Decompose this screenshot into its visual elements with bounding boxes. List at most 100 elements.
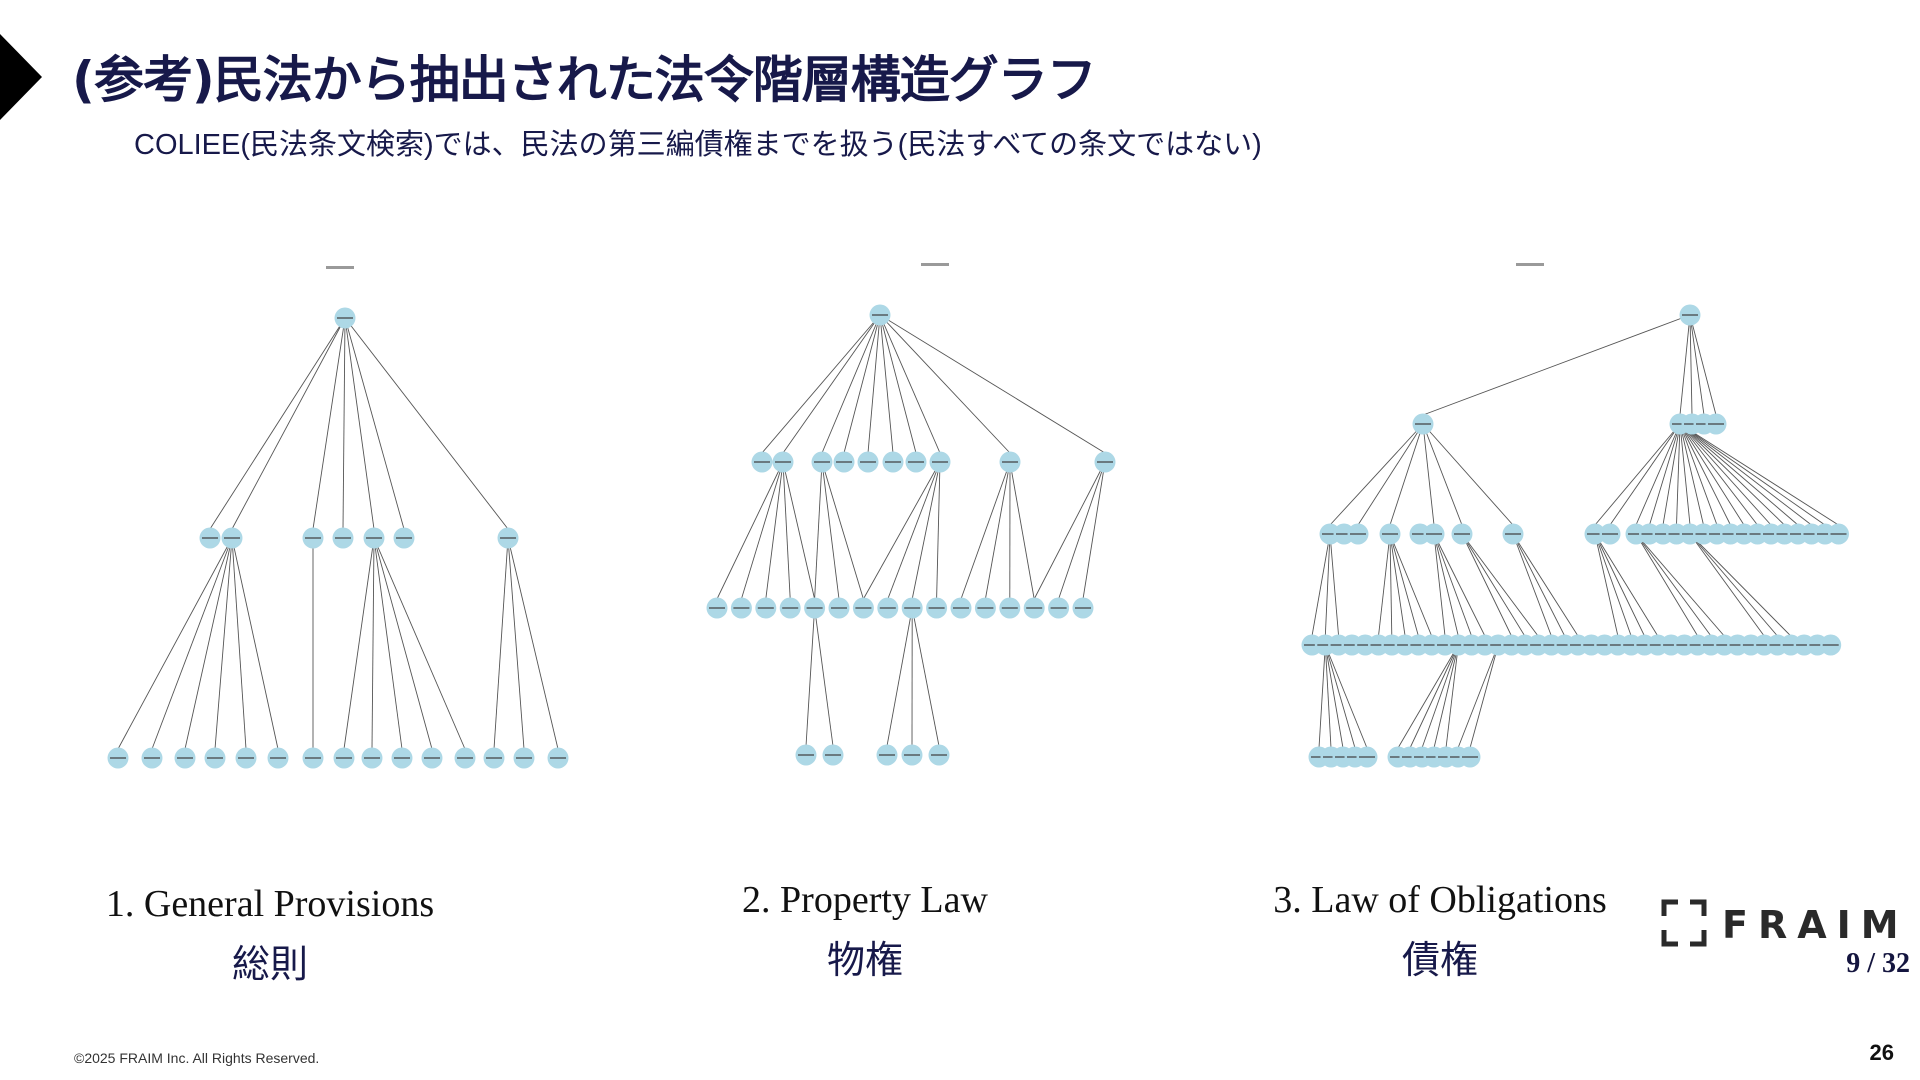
tree-node-label-mark xyxy=(1505,533,1521,535)
tree-node-label-mark xyxy=(224,537,240,539)
tree-edge xyxy=(1461,533,1526,637)
tree-edge xyxy=(1635,533,1699,637)
tree-edge xyxy=(1389,533,1393,637)
tree-node-label-mark xyxy=(1370,644,1387,646)
tree-edge xyxy=(782,314,881,454)
tree-edge xyxy=(1679,423,1745,526)
tree-edge xyxy=(1318,644,1326,749)
panel-caption-property: 2. Property Law 物権 xyxy=(585,876,1145,986)
tree-edge xyxy=(911,607,940,747)
tree-edge xyxy=(863,461,941,600)
tree-edge xyxy=(344,317,405,530)
tree-node-label-mark xyxy=(1415,423,1431,425)
tree-node-label-mark xyxy=(904,607,921,609)
tree-edge xyxy=(342,317,346,530)
tree-edge xyxy=(1594,533,1619,637)
tree-node-label-mark xyxy=(457,757,473,759)
tree-node-label-mark xyxy=(1602,533,1618,535)
tree-edge xyxy=(1461,533,1539,637)
tree-edge xyxy=(1635,423,1681,526)
tree-node-label-mark xyxy=(1026,607,1043,609)
tree-node-label-mark xyxy=(516,757,532,759)
tree-node-label-mark xyxy=(1336,533,1352,535)
tree-edge xyxy=(344,317,509,530)
tree-node-label-mark xyxy=(1796,644,1813,646)
tree-node-label-mark xyxy=(1742,644,1759,646)
tree-node-label-mark xyxy=(1462,756,1478,758)
tree-edge xyxy=(716,461,784,600)
tree-node-label-mark xyxy=(1516,644,1533,646)
tree-edge xyxy=(1679,423,1731,526)
tree-node-label-mark xyxy=(831,607,847,609)
caption-en-obligations: 3. Law of Obligations xyxy=(1273,879,1607,921)
tree-node-label-mark xyxy=(1463,644,1480,646)
tree-edge xyxy=(1433,533,1473,637)
tree-node-label-mark xyxy=(1623,644,1640,646)
tree-edges xyxy=(1311,314,1839,749)
tree-node-label-mark xyxy=(1676,644,1693,646)
tree-edge xyxy=(231,537,247,750)
tree-node-label-mark xyxy=(1668,533,1685,535)
tree-edge xyxy=(1422,314,1691,416)
caption-en-general: 1. General Provisions xyxy=(105,883,435,925)
tree-node-label-mark xyxy=(1322,533,1338,535)
slide-title: (参考)民法から抽出された法令階層構造グラフ xyxy=(72,51,1097,109)
tree-node-label-mark xyxy=(879,607,896,609)
tree-node-label-mark xyxy=(1696,423,1712,425)
tree-node-label-mark xyxy=(1490,644,1507,646)
tree-node-label-mark xyxy=(1556,644,1573,646)
tree-node-label-mark xyxy=(1543,644,1560,646)
tree-edge xyxy=(1445,644,1459,749)
tree-node-label-mark xyxy=(953,607,969,609)
tree-node-label-mark xyxy=(1596,644,1613,646)
tree-node-label-mark xyxy=(364,757,380,759)
tree-edge xyxy=(1679,423,1772,526)
tree-node-label-mark xyxy=(1763,533,1779,535)
tree-edge xyxy=(1457,644,1499,749)
tree-node-label-mark xyxy=(1695,533,1712,535)
caption-ja-general: 総則 xyxy=(231,942,308,986)
tree-title-mark xyxy=(326,266,354,269)
tree-edge xyxy=(1433,533,1446,637)
tree-node-label-mark xyxy=(366,537,382,539)
tree-edge xyxy=(814,607,834,747)
tree-edge xyxy=(373,537,403,750)
tree-edge xyxy=(1594,423,1681,526)
tree-node-label-mark xyxy=(1722,533,1739,535)
tree-edge xyxy=(1469,644,1499,749)
tree-node-label-mark xyxy=(1736,533,1752,535)
tree-node-label-mark xyxy=(814,461,830,463)
tree-node-label-mark xyxy=(1426,533,1442,535)
tree-node-label-mark xyxy=(1809,644,1826,646)
tree-node-label-mark xyxy=(1570,644,1586,646)
tree-node-label-mark xyxy=(1097,461,1113,463)
tree-edge xyxy=(1422,423,1435,526)
tree-edge xyxy=(887,461,941,600)
tree-edge xyxy=(507,537,525,750)
tree-node-label-mark xyxy=(709,607,725,609)
tree-edge xyxy=(867,314,881,454)
tree-node-label-mark xyxy=(1350,533,1366,535)
tree-node-label-mark xyxy=(1830,533,1847,535)
tree-node-label-mark xyxy=(1476,644,1493,646)
tree-node-label-mark xyxy=(1749,533,1766,535)
tree-edge xyxy=(1324,644,1344,749)
tree-node-label-mark xyxy=(1437,644,1453,646)
tree-node-label-mark xyxy=(1530,644,1547,646)
page-number: 26 xyxy=(1869,1040,1894,1065)
tree-edge xyxy=(1422,423,1463,526)
tree-node-label-mark xyxy=(1628,533,1644,535)
page-fraction: 9 / 32 xyxy=(1846,948,1910,979)
tree-node-label-mark xyxy=(1304,644,1320,646)
tree-node-label-mark xyxy=(782,607,799,609)
tree-edge xyxy=(1679,423,1691,526)
panel-caption-general: 1. General Provisions 総則 xyxy=(0,880,550,990)
tree-edges xyxy=(117,317,559,750)
tree-edge xyxy=(1409,644,1459,749)
tree-node-label-mark xyxy=(1343,644,1360,646)
tree-node-label-mark xyxy=(928,607,945,609)
tree-edge xyxy=(821,314,881,454)
tree-edge xyxy=(1594,533,1645,637)
tree-edge xyxy=(1609,423,1681,526)
tree-edge xyxy=(843,314,881,454)
